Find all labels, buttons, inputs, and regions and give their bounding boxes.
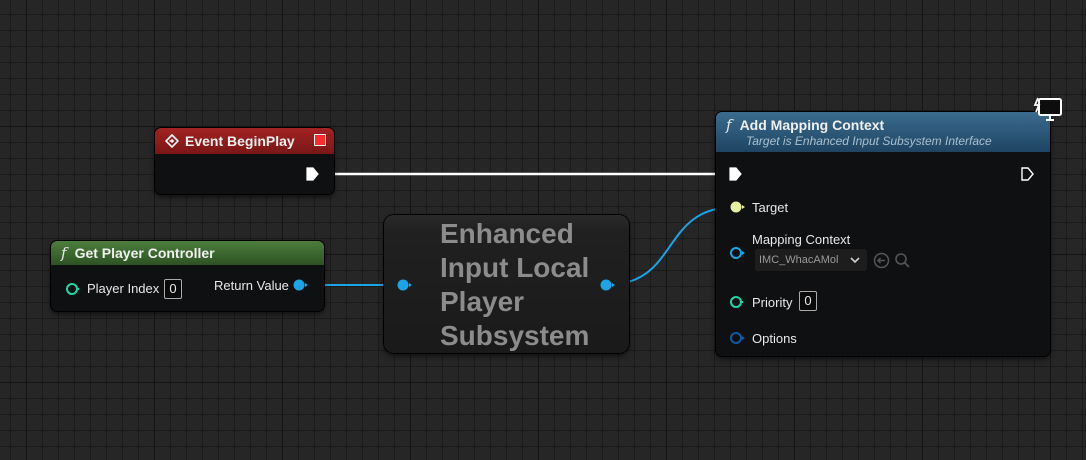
function-f-icon: f bbox=[61, 244, 67, 262]
add-mapping-exec-out-pin[interactable] bbox=[1020, 166, 1034, 182]
event-exec-out-pin[interactable] bbox=[305, 166, 319, 182]
player-index-value[interactable]: 0 bbox=[164, 279, 182, 299]
subsystem-title-line: Input Local bbox=[440, 252, 590, 283]
add-mapping-context-node[interactable]: f Add Mapping Context Target is Enhanced… bbox=[716, 112, 1050, 356]
add-mapping-context-subtitle: Target is Enhanced Input Subsystem Inter… bbox=[746, 134, 992, 148]
options-pin[interactable] bbox=[729, 331, 745, 345]
subsystem-title-line: Player bbox=[440, 286, 525, 317]
subsystem-output-pin[interactable] bbox=[599, 278, 615, 292]
subsystem-to-target-wire bbox=[605, 206, 736, 286]
options-label: Options bbox=[752, 331, 797, 346]
add-mapping-context-header[interactable]: f Add Mapping Context Target is Enhanced… bbox=[716, 112, 1050, 152]
mapping-context-pin[interactable] bbox=[729, 246, 745, 260]
mapping-context-label: Mapping Context bbox=[752, 232, 851, 247]
event-beginplay-title: Event BeginPlay bbox=[185, 133, 295, 149]
chevron-down-icon bbox=[849, 255, 861, 265]
event-beginplay-header[interactable]: Event BeginPlay bbox=[155, 128, 334, 154]
event-beginplay-node[interactable]: Event BeginPlay bbox=[155, 128, 334, 194]
use-selected-asset-icon[interactable] bbox=[873, 252, 890, 274]
get-player-controller-header[interactable]: f Get Player Controller bbox=[51, 241, 324, 265]
get-player-controller-node[interactable]: f Get Player Controller Player Index 0 R… bbox=[51, 241, 324, 311]
get-player-controller-title: Get Player Controller bbox=[74, 245, 215, 261]
priority-label: Priority bbox=[752, 295, 793, 310]
monitor-icon bbox=[1033, 96, 1063, 129]
subsystem-input-pin[interactable] bbox=[396, 278, 412, 292]
browse-asset-search-icon[interactable] bbox=[894, 252, 911, 274]
event-delegate-pin-icon[interactable] bbox=[314, 134, 326, 146]
add-mapping-context-title: Add Mapping Context bbox=[739, 117, 885, 133]
return-value-pin[interactable] bbox=[292, 278, 308, 292]
subsystem-title-line: Enhanced bbox=[440, 218, 574, 249]
return-value-label: Return Value bbox=[214, 278, 289, 293]
event-diamond-icon bbox=[165, 134, 179, 148]
subsystem-title-line: Subsystem bbox=[440, 320, 590, 351]
mapping-context-value: IMC_WhacAMol bbox=[759, 254, 839, 266]
target-label: Target bbox=[752, 200, 789, 215]
priority-pin[interactable] bbox=[729, 295, 743, 309]
priority-value[interactable]: 0 bbox=[799, 291, 817, 311]
mapping-context-dropdown[interactable]: IMC_WhacAMol bbox=[755, 249, 867, 271]
add-mapping-exec-in-pin[interactable] bbox=[728, 166, 742, 182]
player-index-pin[interactable] bbox=[65, 282, 79, 296]
subsystem-title: Enhanced Input Local Player Subsystem bbox=[440, 217, 589, 353]
subsystem-getter-node[interactable]: Enhanced Input Local Player Subsystem bbox=[384, 215, 629, 353]
target-pin[interactable] bbox=[729, 200, 745, 214]
player-index-label: Player Index bbox=[87, 281, 160, 296]
function-f-icon: f bbox=[726, 116, 732, 134]
